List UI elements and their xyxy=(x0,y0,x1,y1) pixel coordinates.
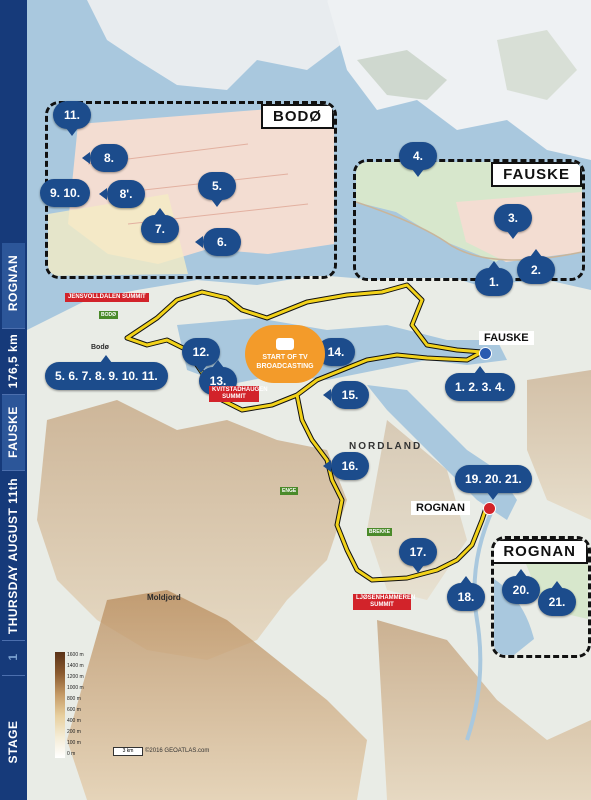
marker-18[interactable]: 18. xyxy=(447,576,485,611)
finish-point-icon xyxy=(483,502,496,515)
sprint-bodo: BODØ xyxy=(99,311,118,319)
summit-jensvolldalen: JENSVOLLDALEN SUMMIT xyxy=(65,293,149,302)
marker-8b[interactable]: 8'. xyxy=(99,180,145,208)
legend-level: 1400 m xyxy=(67,663,84,669)
marker-19-20-21[interactable]: 19. 20. 21. xyxy=(455,465,532,500)
region-label: NORDLAND xyxy=(349,441,423,452)
marker-9-10[interactable]: 9. 10. xyxy=(40,179,91,207)
marker-17[interactable]: 17. xyxy=(399,538,437,573)
marker-5[interactable]: 5. xyxy=(198,172,236,207)
start-town-label: FAUSKE xyxy=(6,406,20,458)
city-fauske: FAUSKE xyxy=(479,331,534,345)
stage-number: 1 xyxy=(6,653,20,661)
divider xyxy=(2,394,25,395)
marker-2[interactable]: 2. xyxy=(517,249,555,284)
stage-sidebar: ROGNAN 176,5 km FAUSKE THURSDAY AUGUST 1… xyxy=(0,0,27,800)
city-bodo: Bodø xyxy=(91,344,109,351)
legend-level: 100 m xyxy=(67,740,81,746)
sprint-enge: ENGE xyxy=(280,487,299,495)
legend-level: 1600 m xyxy=(67,652,84,658)
map-credit: ©2016 GEOATLAS.com xyxy=(145,748,210,754)
marker-21[interactable]: 21. xyxy=(538,581,576,616)
tv-broadcast-badge: START OF TV BROADCASTING xyxy=(245,325,325,383)
route-map: BODØ FAUSKE ROGNAN 11. 8. 9. 10. 8'. 7. … xyxy=(27,0,591,800)
legend-level: 0 m xyxy=(67,751,76,757)
inset-bodo-title: BODØ xyxy=(261,104,334,129)
legend-level: 1000 m xyxy=(67,685,84,691)
divider xyxy=(2,675,25,676)
marker-16[interactable]: 16. xyxy=(323,452,369,480)
legend-level: 800 m xyxy=(67,696,81,702)
legend-level: 600 m xyxy=(67,707,81,713)
inset-rognan-title: ROGNAN xyxy=(494,539,588,564)
marker-1[interactable]: 1. xyxy=(475,261,513,296)
marker-7[interactable]: 7. xyxy=(141,208,179,243)
marker-fauske-group[interactable]: 1. 2. 3. 4. xyxy=(445,366,516,401)
elevation-gradient xyxy=(55,652,65,758)
marker-8[interactable]: 8. xyxy=(82,144,128,172)
tv-line-2: BROADCASTING xyxy=(256,362,314,370)
divider xyxy=(2,470,25,471)
summit-kvitstadhaugen: KVITSTADHAUGEN SUMMIT xyxy=(209,386,268,402)
inset-fauske-title: FAUSKE xyxy=(491,162,582,187)
distance-label: 176,5 km xyxy=(6,333,20,389)
marker-20[interactable]: 20. xyxy=(502,569,540,604)
marker-11[interactable]: 11. xyxy=(53,101,91,136)
sprint-brekke: BREKKE xyxy=(367,528,393,536)
elevation-legend: 1600 m 1400 m 1200 m 1000 m 800 m 600 m … xyxy=(55,652,97,762)
stage-label: STAGE xyxy=(6,720,20,764)
legend-level: 400 m xyxy=(67,718,81,724)
finish-flag-icon xyxy=(479,347,492,360)
divider xyxy=(2,640,25,641)
marker-4[interactable]: 4. xyxy=(399,142,437,177)
legend-level: 1200 m xyxy=(67,674,84,680)
scale-bar: 3 km xyxy=(113,747,143,756)
finish-town-label: ROGNAN xyxy=(6,254,20,312)
legend-level: 200 m xyxy=(67,729,81,735)
summit-ljosenhammeren: LJØSENHAMMEREN SUMMIT xyxy=(353,594,415,610)
marker-bodo-group[interactable]: 5. 6. 7. 8. 9. 10. 11. xyxy=(45,355,168,390)
city-rognan: ROGNAN xyxy=(411,501,470,515)
camera-icon xyxy=(276,337,294,350)
finish-town-box xyxy=(2,243,25,328)
marker-6[interactable]: 6. xyxy=(195,228,241,256)
date-label: THURSDAY AUGUST 11th xyxy=(6,477,20,635)
tv-line-1: START OF TV xyxy=(262,353,308,361)
divider xyxy=(2,328,25,329)
marker-15[interactable]: 15. xyxy=(323,381,369,409)
marker-3[interactable]: 3. xyxy=(494,204,532,239)
terrain-base xyxy=(27,0,591,800)
town-moldjord: Moldjord xyxy=(147,593,181,602)
inset-bodo-map xyxy=(48,104,334,276)
start-town-box xyxy=(2,395,25,470)
